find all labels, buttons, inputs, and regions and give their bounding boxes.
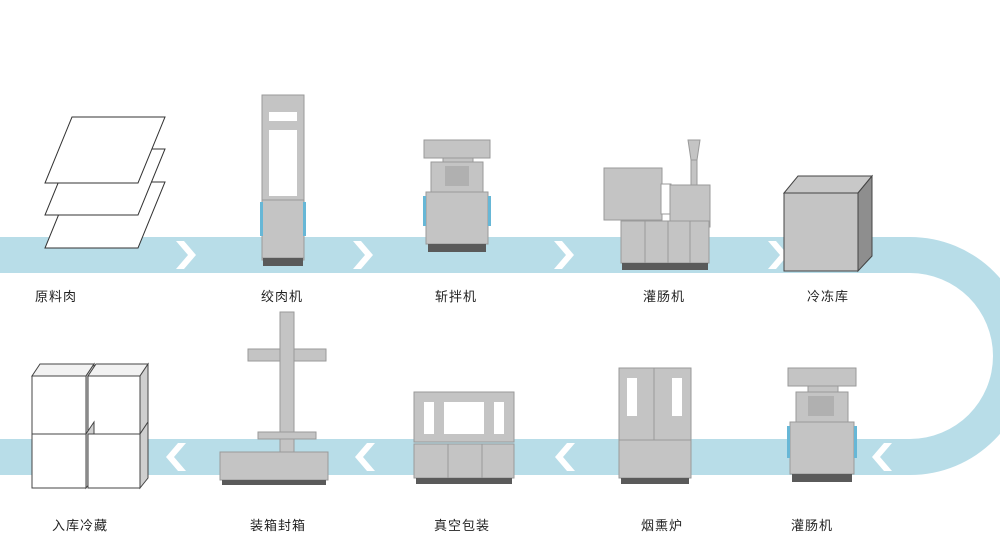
step-label-stuffer: 灌肠机 bbox=[790, 519, 833, 534]
mixer-machine-icon bbox=[423, 139, 491, 252]
vacuum-packer-icon bbox=[413, 391, 515, 484]
step-label-vacuum: 真空包装 bbox=[433, 519, 490, 534]
step-label-cooling: 冷冻库 bbox=[806, 290, 849, 305]
paper-stack-icon bbox=[44, 116, 166, 249]
smoke-oven-icon bbox=[618, 367, 692, 484]
stuffing-machine-icon bbox=[787, 367, 857, 482]
step-label-stirrer: 斩拌机 bbox=[434, 290, 477, 305]
step-label-smoker: 烟熏炉 bbox=[640, 519, 683, 534]
boxing-machine-icon bbox=[219, 311, 329, 485]
step-label-storage: 入库冷藏 bbox=[51, 519, 108, 534]
flow-arrow-turn bbox=[976, 366, 992, 390]
step-label-boxing: 装箱封箱 bbox=[249, 519, 306, 534]
flow-arrows-bottom bbox=[166, 443, 892, 471]
step-label-raw: 原料肉 bbox=[34, 290, 77, 305]
step-label-filler: 灌肠机 bbox=[642, 290, 685, 305]
freezer-box-icon bbox=[782, 174, 874, 273]
step-label-grinder: 绞肉机 bbox=[260, 290, 303, 305]
storage-boxes-icon bbox=[31, 362, 149, 490]
filling-machine-icon bbox=[603, 139, 711, 270]
grinder-machine-icon bbox=[260, 94, 306, 266]
